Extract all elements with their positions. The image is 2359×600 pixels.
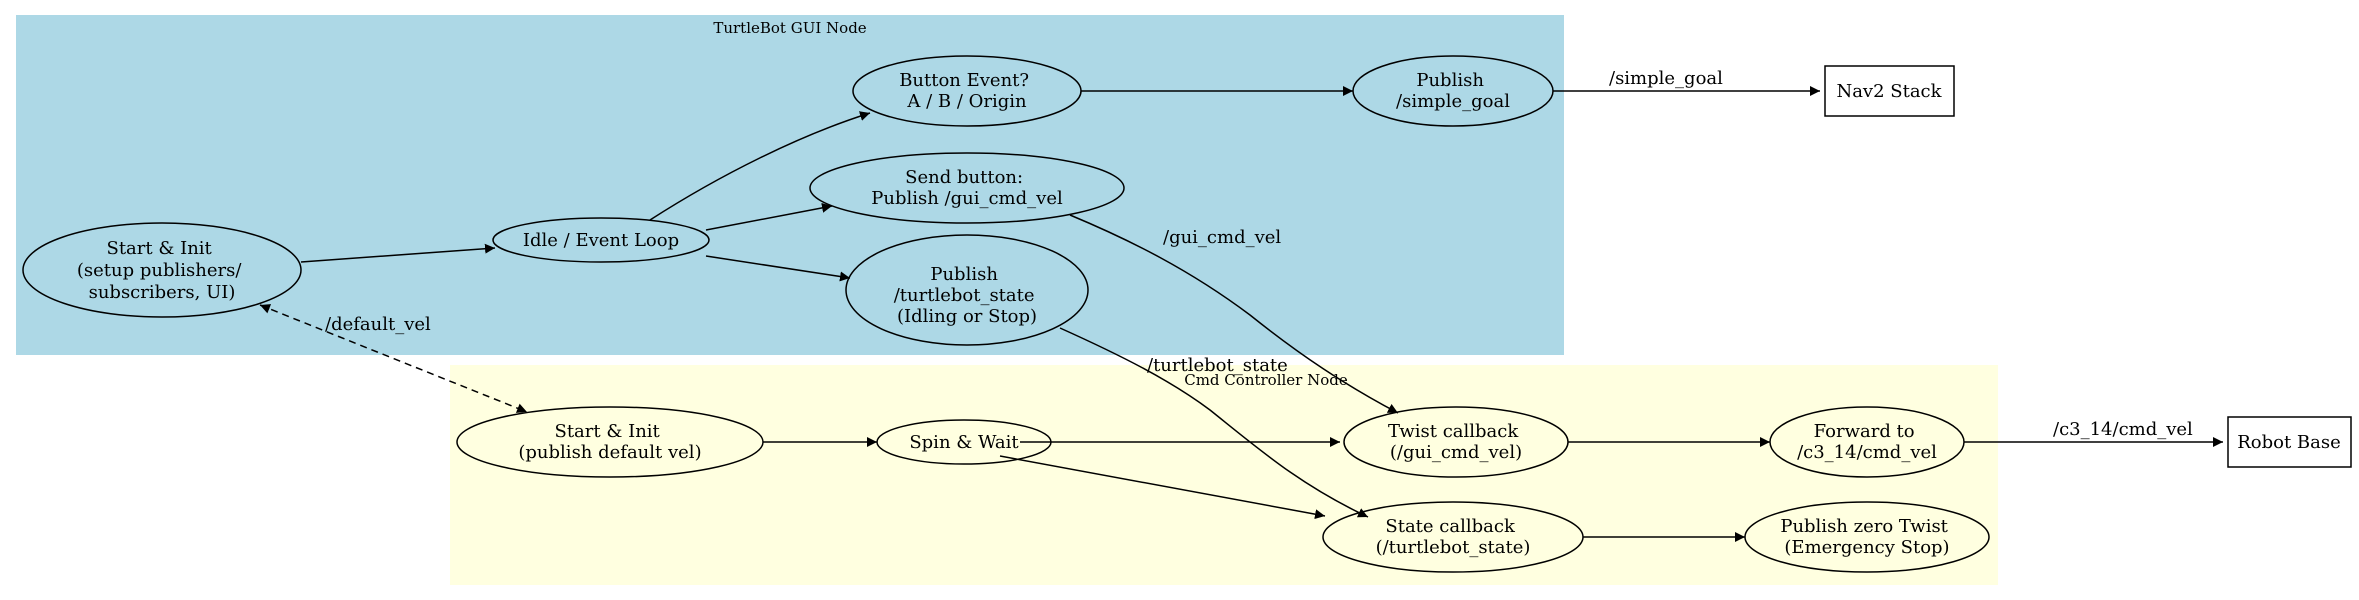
label-cmd-twist-line-2: (/gui_cmd_vel)	[1390, 442, 1522, 463]
edge-start-to-idle	[300, 243, 496, 263]
label-robot-base: Robot Base	[2237, 432, 2341, 453]
label-gui-pub-state-line-2: /turtlebot_state	[894, 285, 1035, 306]
label-gui-start-line-1: Start & Init	[106, 238, 212, 259]
label-robot-base-line-1: Robot Base	[2237, 432, 2341, 453]
label-cmd-start-line-2: (publish default vel)	[518, 442, 701, 463]
edge-spin-to-statecb	[999, 455, 1326, 520]
label-gui-start: Start & Init (setup publishers/ subscrib…	[77, 238, 247, 303]
label-gui-pub-state-line-3: (Idling or Stop)	[897, 306, 1037, 327]
label-gui-pub-state: Publish /turtlebot_state (Idling or Stop…	[894, 264, 1041, 327]
label-cmd-spin-line-1: Spin & Wait	[909, 432, 1019, 453]
label-nav2-line-1: Nav2 Stack	[1836, 81, 1942, 102]
label-gui-send-line-2: Publish /gui_cmd_vel	[871, 188, 1063, 209]
edge-idle-to-pubstate	[705, 255, 851, 282]
cluster-gui-label: TurtleBot GUI Node	[713, 19, 866, 37]
edge-label-simple-goal: /simple_goal	[1609, 68, 1723, 89]
label-cmd-forward-line-1: Forward to	[1814, 421, 1915, 442]
cluster-cmd-label: Cmd Controller Node	[1184, 371, 1348, 389]
label-nav2: Nav2 Stack	[1836, 81, 1942, 102]
node-gui-pub-state[interactable]	[845, 234, 1089, 346]
edge-label-c3-cmd-vel: /c3_14/cmd_vel	[2053, 419, 2193, 440]
node-gui-pub-goal[interactable]	[1352, 55, 1554, 127]
cluster-gui-node	[16, 15, 1564, 355]
label-cmd-forward: Forward to /c3_14/cmd_vel	[1797, 421, 1937, 463]
label-cmd-state-line-2: (/turtlebot_state)	[1376, 537, 1531, 558]
label-cmd-spin: Spin & Wait	[909, 432, 1019, 453]
edge-label-turtlebot-state: /turtlebot_state	[1147, 355, 1288, 376]
node-robot-base[interactable]	[2227, 416, 2352, 468]
edge-idle-to-button	[649, 111, 871, 221]
label-gui-pub-goal-line-1: Publish	[1416, 70, 1484, 91]
label-cmd-forward-line-2: /c3_14/cmd_vel	[1797, 442, 1937, 463]
label-gui-pub-state-line-1: Publish	[930, 264, 998, 285]
label-gui-button: Button Event? A / B / Origin	[899, 70, 1035, 112]
label-gui-idle-line-1: Idle / Event Loop	[523, 230, 679, 251]
nodes	[22, 55, 2352, 573]
label-cmd-zero-line-1: Publish zero Twist	[1780, 516, 1948, 537]
edge-idle-to-send	[705, 202, 833, 231]
edge-label-default-vel: /default_vel	[325, 314, 431, 335]
node-gui-idle[interactable]	[492, 217, 710, 263]
edges	[259, 86, 2223, 542]
label-gui-send-line-1: Send button:	[905, 167, 1023, 188]
node-cmd-forward[interactable]	[1769, 406, 1965, 478]
label-cmd-twist-line-1: Twist callback	[1388, 421, 1519, 442]
edge-pubstate-to-statecb	[1059, 327, 1369, 518]
label-cmd-zero: Publish zero Twist (Emergency Stop)	[1780, 516, 1953, 558]
label-gui-send: Send button: Publish /gui_cmd_vel	[871, 167, 1063, 209]
label-cmd-twist: Twist callback (/gui_cmd_vel)	[1388, 421, 1524, 463]
label-cmd-start-line-1: Start & Init	[554, 421, 660, 442]
label-gui-pub-goal: Publish /simple_goal	[1396, 70, 1510, 112]
label-gui-button-line-2: A / B / Origin	[906, 91, 1027, 112]
label-cmd-start: Start & Init (publish default vel)	[518, 421, 701, 463]
node-cmd-state[interactable]	[1322, 501, 1584, 573]
node-cmd-zero[interactable]	[1744, 501, 1990, 573]
node-gui-send[interactable]	[809, 152, 1125, 224]
node-gui-button[interactable]	[852, 55, 1082, 127]
label-cmd-state-line-1: State callback	[1385, 516, 1516, 537]
edge-label-gui-cmd-vel: /gui_cmd_vel	[1163, 227, 1281, 248]
label-gui-start-line-3: subscribers, UI)	[89, 282, 236, 303]
label-gui-idle: Idle / Event Loop	[523, 230, 679, 251]
label-cmd-state: State callback (/turtlebot_state)	[1376, 516, 1531, 558]
node-cmd-start[interactable]	[456, 406, 764, 478]
cluster-cmd-node	[450, 365, 1998, 585]
label-gui-button-line-1: Button Event?	[899, 70, 1029, 91]
edge-send-to-twist	[1069, 214, 1399, 414]
label-cmd-zero-line-2: (Emergency Stop)	[1784, 537, 1949, 558]
label-gui-pub-goal-line-2: /simple_goal	[1396, 91, 1510, 112]
node-nav2[interactable]	[1824, 65, 1955, 117]
node-gui-start[interactable]	[22, 222, 302, 318]
node-cmd-spin[interactable]	[876, 419, 1052, 465]
node-cmd-twist[interactable]	[1343, 406, 1569, 478]
label-gui-start-line-2: (setup publishers/	[77, 260, 242, 281]
